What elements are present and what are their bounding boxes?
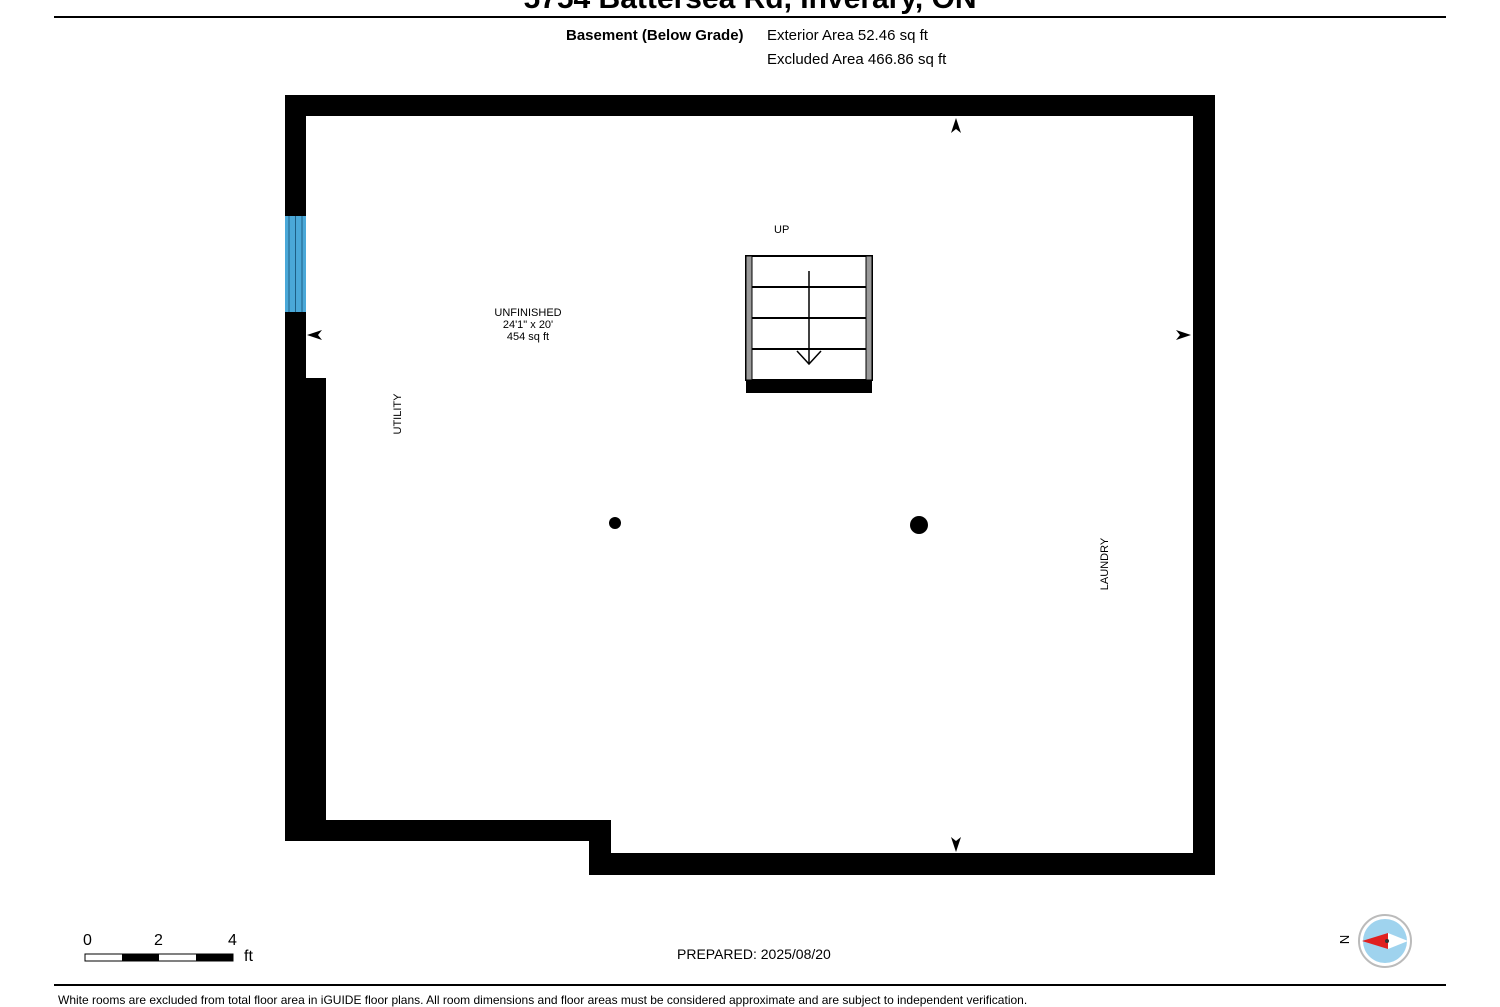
- room-name: UNFINISHED: [494, 307, 562, 319]
- excluded-area: Excluded Area 466.86 sq ft: [767, 51, 947, 68]
- exterior-area: Exterior Area 52.46 sq ft: [767, 27, 928, 44]
- room-info: UNFINISHED 24'1" x 20' 454 sq ft: [478, 307, 578, 343]
- compass-icon: [1358, 914, 1412, 968]
- top-divider: [54, 16, 1446, 18]
- laundry-label: LAUNDRY: [1099, 537, 1111, 591]
- arrow-right-marker: [1176, 330, 1191, 340]
- room-dimensions: 24'1" x 20': [502, 319, 554, 331]
- scale-mark-0: 0: [83, 932, 92, 949]
- arrow-down-marker: [951, 837, 961, 852]
- scale-mark-4: 4: [228, 932, 237, 949]
- floor-label: Basement (Below Grade): [566, 27, 744, 44]
- property-address-title: 5754 Battersea Rd, Inverary, ON: [0, 0, 1500, 16]
- scale-mark-2: 2: [154, 932, 163, 949]
- footer-disclaimer: White rooms are excluded from total floo…: [58, 993, 1028, 1007]
- staircase: [745, 255, 873, 393]
- compass-north-label: N: [1337, 934, 1353, 945]
- arrow-left-marker: [307, 330, 322, 340]
- prepared-date: PREPARED: 2025/08/20: [677, 946, 831, 962]
- utility-label: UTILITY: [392, 393, 404, 435]
- arrow-up-marker: [951, 118, 961, 133]
- exterior-walls: [285, 95, 1215, 875]
- scale-unit: ft: [244, 948, 253, 965]
- stairs-label: UP: [774, 224, 790, 236]
- scale-bar: [84, 953, 234, 962]
- support-post: [910, 516, 928, 534]
- room-area: 454 sq ft: [506, 331, 550, 343]
- bottom-divider: [54, 984, 1446, 986]
- support-post: [609, 517, 621, 529]
